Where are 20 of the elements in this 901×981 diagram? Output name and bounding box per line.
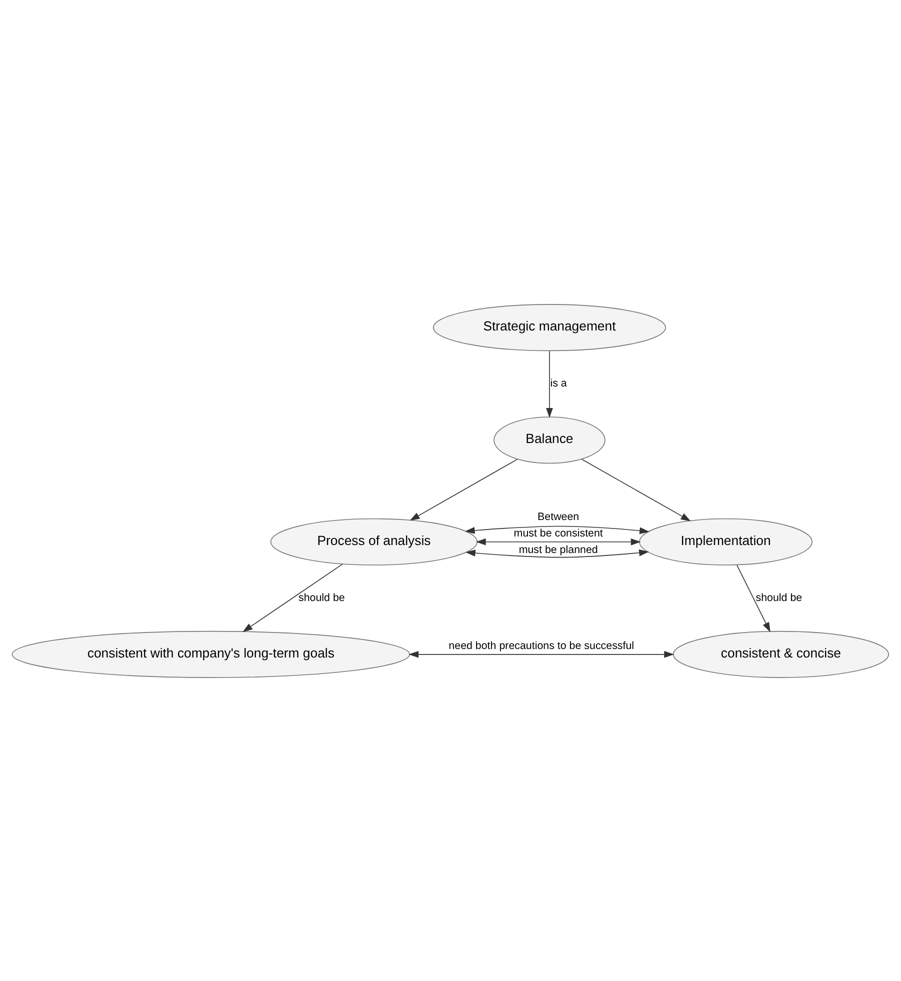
arrow (476, 538, 641, 545)
edge-label: is a (550, 377, 567, 390)
arrow (408, 650, 674, 658)
node-ellipse: consistent with company's long-term goals (12, 630, 410, 678)
node-ellipse: consistent & concise (672, 630, 889, 678)
arrow (736, 564, 770, 632)
arrow (546, 350, 553, 418)
arrow (465, 548, 650, 558)
edge-label: should be (298, 591, 345, 604)
edge-label: must be consistent (514, 526, 603, 539)
arrow (581, 458, 691, 521)
node-ellipse: Strategic management (432, 304, 666, 351)
node-ellipse: Balance (494, 416, 606, 464)
arrow (242, 563, 343, 632)
edge-label: should be (756, 591, 802, 604)
edge-label: Between (538, 510, 580, 522)
edge-label: must be planned (518, 543, 598, 556)
edge-label: need both precautions to be successful (448, 639, 634, 652)
arrow (464, 525, 650, 534)
arrow (410, 458, 518, 520)
